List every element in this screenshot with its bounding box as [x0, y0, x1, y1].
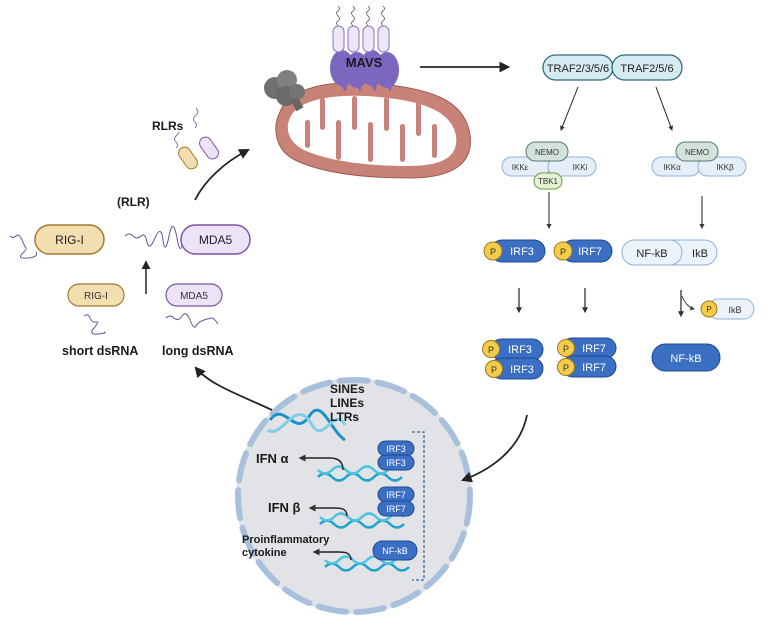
nemo-right-label: NEMO	[685, 148, 709, 157]
arrow-rlr-to-mito	[194, 149, 250, 201]
label-mavs: MAVS	[346, 55, 383, 70]
mda5-sensor: MDA5	[124, 224, 251, 255]
rlrs-icon	[174, 107, 219, 170]
nfkb-ikb-complex: NF-kB IkB	[621, 239, 718, 266]
phospho-label: P	[563, 344, 569, 354]
nuclear-irf3-label-1: IRF3	[386, 444, 406, 454]
nemo-left-label: NEMO	[535, 148, 559, 157]
nuclear-nfkb: NF-kB	[372, 540, 418, 561]
free-nfkb: NF-kB	[651, 343, 721, 372]
irf7-label: IRF7	[578, 246, 602, 258]
nuclear-irf7-label-1: IRF7	[386, 490, 406, 500]
arrow-ifn-alpha	[298, 454, 344, 471]
ikki-label: IKKi	[573, 163, 588, 172]
label-lines: LINEs	[330, 396, 364, 410]
mitochondrion-icon	[275, 81, 471, 179]
ikk-epsilon-label: IKKε	[512, 163, 529, 172]
arrow-nucleus-to-dsrna	[194, 366, 273, 411]
p-irf7: P IRF7	[553, 239, 613, 263]
irf7-dimer: P P IRF7 IRF7	[557, 337, 617, 378]
dna-ifn-beta	[319, 512, 405, 529]
irf3-label: IRF3	[510, 246, 534, 258]
ikk-beta-label: IKKβ	[716, 163, 734, 172]
traf-256-label: TRAF2/5/6	[620, 63, 673, 75]
bracket-line	[412, 431, 425, 581]
nfkb-label: NF-kB	[636, 248, 667, 260]
ikb-label: IkB	[692, 248, 708, 260]
traf-complex: TRAF2/3/5/6 TRAF2/5/6	[542, 54, 683, 81]
label-proinflammatory: Proinflammatory	[242, 534, 330, 546]
p-ikb: P IkB	[700, 298, 755, 320]
p-irf3: P IRF3	[483, 239, 546, 263]
label-ifn-alpha: IFN α	[256, 451, 289, 466]
traf-2356-label: TRAF2/3/5/6	[547, 63, 609, 75]
gray-protein-complex-icon	[264, 70, 305, 112]
irf3-dimer-label-2: IRF3	[510, 364, 534, 376]
tbk1-complex: IKKε IKKi NEMO TBK1	[501, 141, 597, 190]
label-short-dsrna: short dsRNA	[62, 344, 138, 358]
label-long-dsrna: long dsRNA	[162, 344, 234, 358]
nuclear-irf7-label-2: IRF7	[386, 504, 406, 514]
ikk-complex: IKKα IKKβ NEMO	[651, 141, 747, 177]
label-ifn-beta: IFN β	[268, 500, 301, 515]
label-rlr: (RLR)	[117, 195, 150, 209]
nuclear-irf3-dimer: IRF3 IRF3	[377, 440, 415, 471]
rig-i-small: RIG-I	[67, 283, 125, 335]
label-sines: SINEs	[330, 382, 365, 396]
tbk1-label: TBK1	[538, 177, 559, 186]
p-ikb-label: IkB	[728, 305, 741, 315]
phospho-label: P	[490, 247, 496, 257]
phospho-label: P	[488, 345, 494, 355]
nuclear-irf3-label-2: IRF3	[386, 458, 406, 468]
irf3-dimer: P P IRF3 IRF3	[482, 338, 544, 380]
rig-i-sensor: RIG-I	[9, 224, 105, 259]
irf7-dimer-label-2: IRF7	[582, 362, 606, 374]
arrow-traf-to-tbk1	[560, 86, 579, 131]
arrow-ikb-degrade	[681, 295, 695, 311]
ikk-alpha-label: IKKα	[663, 163, 681, 172]
arrow-ifn-beta	[308, 504, 348, 517]
label-cytokine: cytokine	[242, 547, 287, 559]
nuclear-irf7-dimer: IRF7 IRF7	[377, 486, 415, 517]
free-nfkb-label: NF-kB	[670, 353, 701, 365]
arrow-to-nucleus	[460, 414, 528, 483]
irf3-dimer-label-1: IRF3	[508, 344, 532, 356]
phospho-label: P	[560, 247, 566, 257]
phospho-label: P	[706, 305, 711, 314]
phospho-label: P	[491, 365, 497, 375]
rig-i-small-label: RIG-I	[84, 291, 108, 302]
label-ltrs: LTRs	[330, 410, 359, 424]
mda5-small: MDA5	[165, 283, 223, 328]
mda5-label: MDA5	[199, 233, 233, 247]
mavs-complex: MAVS	[330, 5, 399, 92]
label-rlrs: RLRs	[152, 119, 184, 133]
phospho-label: P	[563, 363, 569, 373]
rig-i-label: RIG-I	[55, 233, 84, 247]
retroelement-dna-icon	[267, 408, 347, 442]
arrow-cytokine	[312, 548, 352, 561]
nuclear-envelope	[235, 377, 473, 615]
arrow-traf-to-ikk	[655, 86, 673, 131]
nuclear-nfkb-label: NF-kB	[382, 546, 408, 556]
irf7-dimer-label-1: IRF7	[582, 343, 606, 355]
mda5-small-label: MDA5	[180, 291, 208, 302]
